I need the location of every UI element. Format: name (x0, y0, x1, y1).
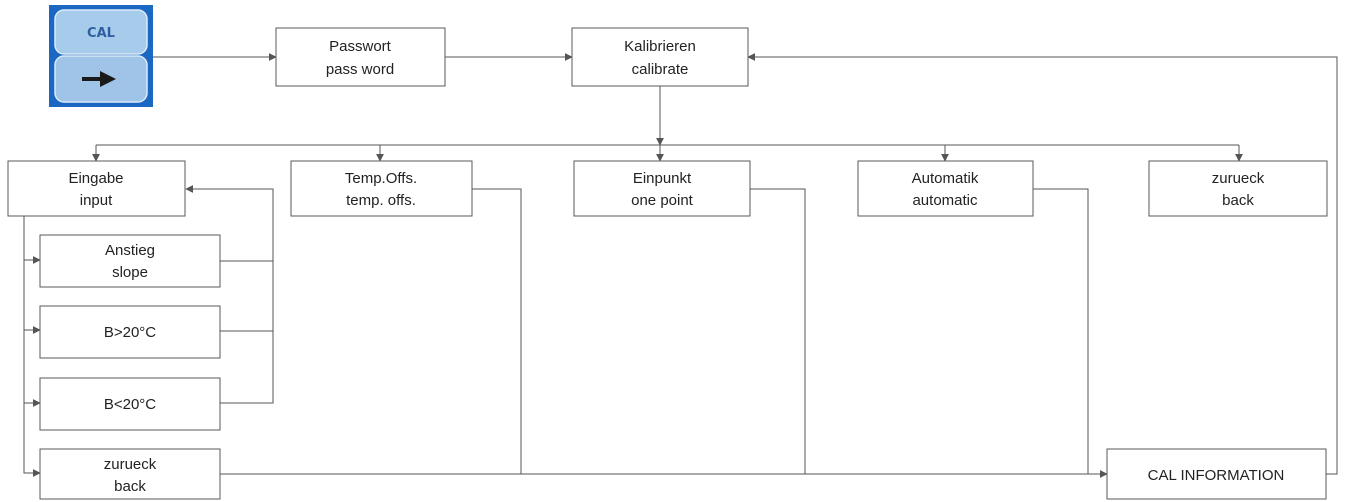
node-b-above-20[interactable]: B>20°C (39, 305, 221, 359)
node-cal-info-label: CAL INFORMATION (1148, 467, 1285, 484)
right-arrow-icon (82, 71, 116, 87)
node-one-point[interactable]: Einpunkt one point (573, 160, 751, 217)
node-one-point-line1: Einpunkt (633, 170, 692, 187)
node-temp-offset-line2: temp. offs. (346, 192, 416, 209)
node-b-above-20-label: B>20°C (104, 324, 156, 341)
connector-cal-info-to-calibrate (747, 53, 1338, 475)
node-back-top-line1: zurueck (1212, 170, 1265, 187)
node-back-input[interactable]: zurueck back (39, 448, 221, 500)
node-slope-line1: Anstieg (105, 242, 155, 259)
node-back-input-line2: back (114, 478, 146, 495)
node-back-top-line2: back (1222, 192, 1254, 209)
connector-temp-offset-exit (472, 188, 522, 474)
node-calibrate-line2: calibrate (632, 61, 689, 78)
node-back-input-line1: zurueck (104, 456, 157, 473)
cal-key-upper (54, 9, 148, 55)
node-cal-info[interactable]: CAL INFORMATION (1106, 448, 1327, 500)
node-password[interactable]: Passwort pass word (275, 27, 446, 87)
node-input-line1: Eingabe (68, 170, 123, 187)
connector-automatic-exit (1033, 188, 1089, 474)
node-calibrate[interactable]: Kalibrieren calibrate (571, 27, 749, 87)
node-temp-offset[interactable]: Temp.Offs. temp. offs. (290, 160, 473, 217)
node-slope[interactable]: Anstieg slope (39, 234, 221, 288)
node-b-below-20[interactable]: B<20°C (39, 377, 221, 431)
cal-button[interactable]: CAL (49, 5, 153, 107)
connectors (23, 53, 1338, 478)
node-calibrate-line1: Kalibrieren (624, 38, 696, 55)
node-input[interactable]: Eingabe input (7, 160, 186, 217)
connector-one-point-exit (750, 188, 806, 474)
node-automatic-line1: Automatik (912, 170, 979, 187)
connector-input-to-back (23, 215, 41, 477)
node-input-line2: input (80, 192, 113, 209)
node-password-line2: pass word (326, 61, 394, 78)
node-password-line1: Passwort (329, 38, 392, 55)
cal-key-label: CAL (87, 26, 115, 41)
node-one-point-line2: one point (631, 192, 694, 209)
node-back-top[interactable]: zurueck back (1148, 160, 1328, 217)
node-automatic-line2: automatic (912, 192, 978, 209)
node-b-below-20-label: B<20°C (104, 396, 156, 413)
node-temp-offset-line1: Temp.Offs. (345, 170, 417, 187)
connector-b-below-return (185, 185, 274, 404)
node-slope-line2: slope (112, 264, 148, 281)
node-automatic[interactable]: Automatik automatic (857, 160, 1034, 217)
